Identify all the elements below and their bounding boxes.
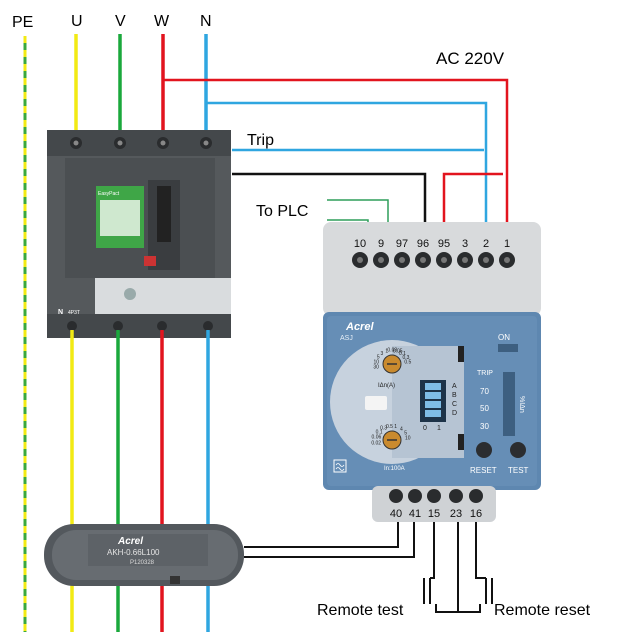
trip-unit-label: %IΔn	[518, 396, 525, 413]
terminal-screw-head	[483, 257, 489, 263]
dial-rating: 3	[381, 351, 384, 357]
terminal-screw-bottom	[449, 489, 463, 503]
terminal-screw-head	[504, 257, 510, 263]
current-transformer: Acrel AKH-0.66L100 P120328	[44, 524, 244, 586]
terminal-label-top: 10	[354, 238, 366, 250]
dip-letter: A	[452, 383, 457, 390]
status-on-label: ON	[498, 333, 510, 342]
terminal-screw-head	[441, 257, 447, 263]
terminal-screw-bottom	[427, 489, 441, 503]
supply-voltage-label: AC 220V	[436, 49, 505, 68]
dip-letter: C	[452, 401, 457, 408]
terminal-label-top: 95	[438, 238, 450, 250]
phase-label-w: W	[154, 13, 170, 30]
dial-rating: 10	[374, 359, 380, 365]
ct-wire-1	[244, 520, 399, 548]
terminal-screw-bottom	[469, 489, 483, 503]
dial-rating: 5	[404, 431, 407, 437]
relay-white-tab	[365, 396, 387, 410]
dip-value-1: 1	[437, 425, 441, 432]
trip-scale-50: 50	[480, 404, 489, 413]
reset-button[interactable]	[476, 442, 492, 458]
relay-brand: Acrel	[345, 321, 374, 333]
phase-label-v: V	[115, 13, 126, 30]
trip-label: Trip	[247, 132, 274, 149]
dial-rating: 0.03	[387, 348, 397, 354]
test-button-label: TEST	[508, 466, 529, 475]
terminal-label-bottom: 15	[428, 508, 440, 520]
breaker-brand: EasyPact	[98, 191, 120, 197]
plc-wire-1	[327, 199, 389, 232]
terminal-screw-bottom	[408, 489, 422, 503]
terminal-label-bottom: 41	[409, 508, 421, 520]
trip-scale-30: 30	[480, 422, 489, 431]
trip-output-wire	[232, 172, 427, 232]
plc-label: To PLC	[256, 203, 308, 220]
dip-value-0: 0	[423, 425, 427, 432]
dial-rating: 10	[405, 436, 411, 442]
status-on-led	[498, 344, 518, 352]
dial-rating: 5	[377, 355, 380, 361]
jumper-95-1	[442, 172, 503, 232]
terminal-screw-head	[420, 257, 426, 263]
phase-label-pe: PE	[12, 14, 33, 31]
trip-scale-70: 70	[480, 387, 489, 396]
dial-rating: 0.3	[380, 426, 387, 432]
breaker-n-mark: N	[58, 309, 63, 316]
dip-letter: B	[452, 392, 457, 399]
dial-rating: 0.5	[386, 424, 393, 430]
terminal-label-bottom: 16	[470, 508, 482, 520]
dial-rating: 1	[394, 424, 397, 430]
remote-test-label: Remote test	[317, 602, 404, 619]
trip-scale-label: TRIP	[477, 370, 493, 377]
ct-model: AKH-0.66L100	[107, 548, 160, 557]
relay-model: ASJ	[340, 335, 353, 342]
remote-wiring	[423, 520, 493, 613]
dip-letter: D	[452, 410, 457, 417]
dial-rating: 0.3	[403, 355, 410, 361]
ct-serial: P120328	[130, 560, 155, 566]
terminal-screw-head	[399, 257, 405, 263]
terminal-screw-head	[462, 257, 468, 263]
dial-rating: 1	[385, 348, 388, 354]
phase-label-n: N	[200, 13, 212, 30]
terminal-label-top: 1	[504, 238, 510, 250]
supply-wire-red	[163, 78, 509, 232]
reset-button-label: RESET	[470, 466, 497, 475]
remote-reset-label: Remote reset	[494, 602, 591, 619]
terminal-label-top: 3	[462, 238, 468, 250]
dial-rating: 0.1	[376, 430, 383, 436]
supply-wire-blue	[206, 101, 488, 232]
terminal-screw-head	[357, 257, 363, 263]
dial-rating: 0.06	[372, 435, 382, 441]
terminal-screw-bottom	[389, 489, 403, 503]
terminal-screw-head	[378, 257, 384, 263]
breaker-model-mark: 4P3T	[68, 310, 80, 316]
circuit-breaker: EasyPact N 4P3T	[47, 130, 231, 338]
dial-rating: 30	[373, 364, 379, 370]
dial-rating: 0.02	[371, 440, 381, 446]
phase-label-u: U	[71, 13, 83, 30]
dial-rating: 4	[400, 426, 403, 432]
ct-wire-2	[244, 520, 415, 558]
test-button[interactable]	[510, 442, 526, 458]
dial-rating: 0.05	[393, 349, 403, 355]
terminal-label-top: 96	[417, 238, 429, 250]
terminal-label-top: 9	[378, 238, 384, 250]
waveform-icon	[333, 459, 347, 473]
terminal-label-top: 2	[483, 238, 489, 250]
dial-rating: 0.1	[399, 351, 406, 357]
trip-bar-display	[503, 372, 515, 436]
rated-current-note: In:100A	[384, 466, 405, 472]
terminal-label-bottom: 40	[390, 508, 402, 520]
dial-label: IΔn(A)	[378, 383, 395, 389]
dial-rating: 0.5	[404, 360, 411, 366]
terminal-label-bottom: 23	[450, 508, 462, 520]
terminal-label-top: 97	[396, 238, 408, 250]
ct-brand: Acrel	[117, 536, 143, 547]
